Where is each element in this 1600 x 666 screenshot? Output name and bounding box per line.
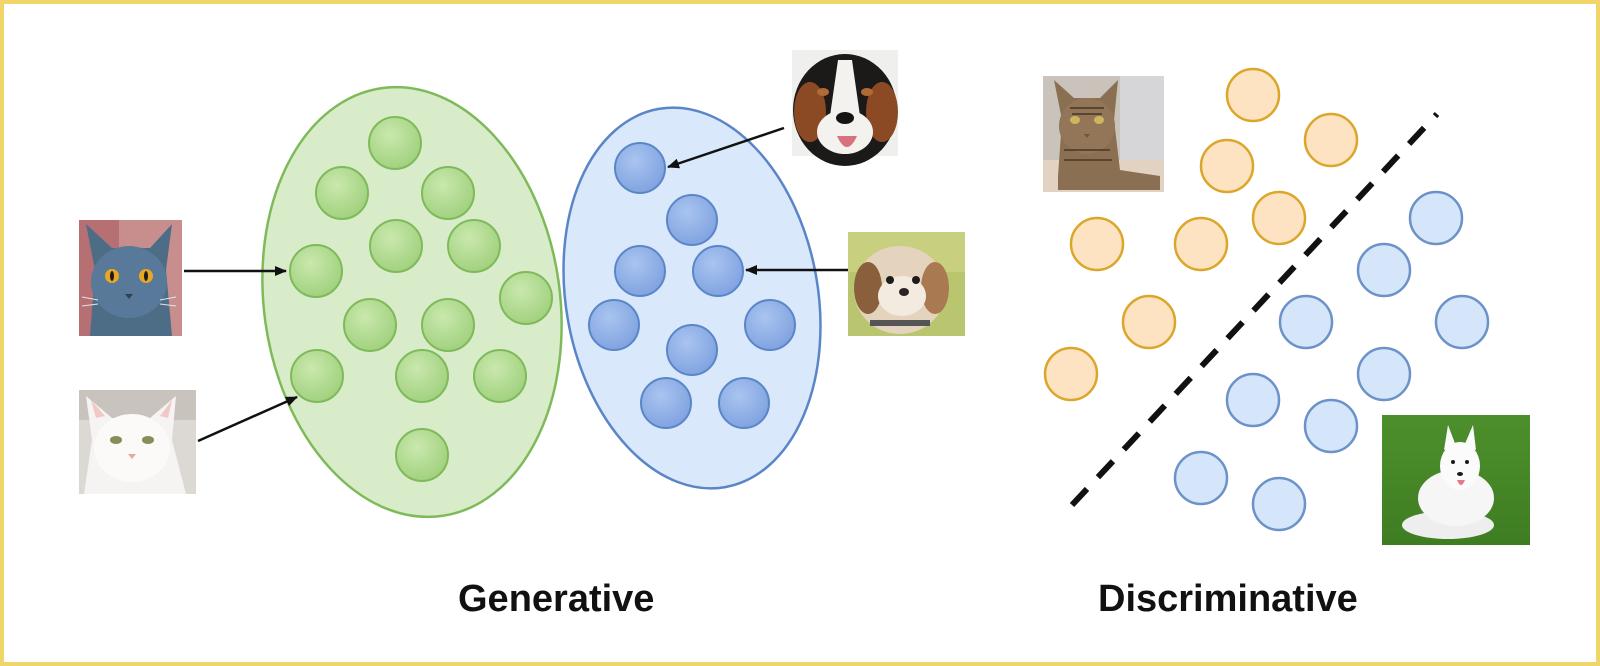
dog-point bbox=[692, 245, 744, 297]
dog-point bbox=[744, 299, 796, 351]
cat-class-point bbox=[1173, 216, 1229, 272]
dog-class-point bbox=[1356, 346, 1412, 402]
dog-class-point bbox=[1356, 242, 1412, 298]
arrow-white-cat bbox=[197, 395, 298, 443]
cat-point bbox=[499, 271, 553, 325]
cat-point bbox=[395, 428, 449, 482]
dog-point bbox=[588, 299, 640, 351]
white-dog-on-grass-photo-icon bbox=[1382, 415, 1530, 545]
dog-point bbox=[640, 377, 692, 429]
cat-class-point bbox=[1043, 346, 1099, 402]
decision-boundary bbox=[1069, 111, 1440, 508]
arrow-bernese-dog bbox=[667, 126, 785, 169]
dog-class-point bbox=[1434, 294, 1490, 350]
dog-class-point bbox=[1303, 398, 1359, 454]
cat-point bbox=[369, 219, 423, 273]
dog-point bbox=[614, 245, 666, 297]
cat-point bbox=[290, 349, 344, 403]
discriminative-label: Discriminative bbox=[1098, 578, 1358, 620]
cat-point bbox=[421, 298, 475, 352]
cat-class-point bbox=[1069, 216, 1125, 272]
cat-point bbox=[473, 349, 527, 403]
cat-class-point bbox=[1121, 294, 1177, 350]
dog-class-point bbox=[1173, 450, 1229, 506]
cat-point bbox=[289, 244, 343, 298]
shih-tzu-dog-photo-icon bbox=[848, 232, 965, 336]
cat-point bbox=[343, 298, 397, 352]
dog-class-points bbox=[1173, 190, 1490, 532]
dog-class-point bbox=[1225, 372, 1281, 428]
white-cat-photo-icon bbox=[79, 390, 196, 494]
cat-point bbox=[447, 219, 501, 273]
cat-class-point bbox=[1303, 112, 1359, 168]
dog-class-point bbox=[1278, 294, 1334, 350]
dog-class-point bbox=[1408, 190, 1464, 246]
dog-point bbox=[666, 194, 718, 246]
tabby-cat-photo-icon bbox=[1043, 76, 1164, 192]
cat-point bbox=[315, 166, 369, 220]
cat-class-points bbox=[1043, 67, 1359, 402]
dog-point bbox=[666, 324, 718, 376]
gray-cat-photo-icon bbox=[79, 220, 182, 336]
dog-point bbox=[614, 142, 666, 194]
dog-points-group bbox=[588, 142, 796, 429]
generative-label: Generative bbox=[458, 578, 655, 620]
dog-point bbox=[718, 377, 770, 429]
cat-point bbox=[368, 116, 422, 170]
cat-class-point bbox=[1225, 67, 1281, 123]
dog-class-point bbox=[1251, 476, 1307, 532]
cat-point bbox=[395, 349, 449, 403]
cat-class-point bbox=[1199, 138, 1255, 194]
cat-points-group bbox=[289, 116, 553, 482]
cat-class-point bbox=[1251, 190, 1307, 246]
cat-point bbox=[421, 166, 475, 220]
bernese-dog-photo-icon bbox=[792, 50, 898, 166]
